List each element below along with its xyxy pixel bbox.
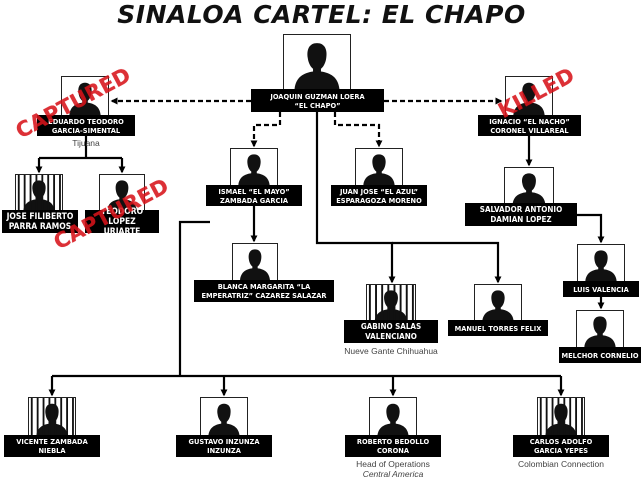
name-line: LUIS VALENCIA <box>573 284 629 294</box>
silhouette-graphic <box>363 154 395 185</box>
connector-line <box>178 220 210 376</box>
silhouette-icon <box>369 397 417 437</box>
name-label: ISMAEL “EL MAYO”ZAMBADA GARCIA <box>206 185 302 206</box>
silhouette-icon <box>283 34 351 90</box>
name-line: CARLOS ADOLFO <box>529 437 593 446</box>
silhouette-graphic <box>30 398 74 436</box>
silhouette-icon <box>230 148 278 186</box>
silhouette-icon <box>200 397 248 437</box>
name-label: JUAN JOSE “EL AZUL”ESPARAGOZA MORENO <box>331 185 427 206</box>
silhouette-graphic <box>368 285 414 321</box>
connector-line <box>392 241 502 284</box>
name-line: ISMAEL “EL MAYO” <box>218 186 290 196</box>
location-caption: Nueve Gante Chihuahua <box>344 346 438 356</box>
jailed-silhouette-icon <box>537 397 585 437</box>
jailed-silhouette-icon <box>15 174 63 212</box>
name-line: PARRA RAMOS <box>8 221 72 232</box>
name-line: ROBERTO BEDOLLO <box>356 437 430 446</box>
name-line: GARCIA YEPES <box>533 446 589 455</box>
name-line: INZUNZA <box>207 446 241 455</box>
name-line: TEODORO LOPEZ <box>100 206 144 227</box>
silhouette-graphic <box>539 398 583 436</box>
silhouette-graphic <box>17 175 61 211</box>
name-line: ESPARAGOZA MORENO <box>336 195 422 205</box>
jailed-silhouette-icon <box>28 397 76 437</box>
name-line: MELCHOR CORNELIO <box>561 350 639 360</box>
silhouette-graphic <box>294 43 340 89</box>
name-label: LUIS VALENCIA <box>563 281 639 297</box>
name-line: JOAQUIN GUZMAN LOERA <box>270 91 365 101</box>
connector-line <box>333 112 383 148</box>
jailed-silhouette-icon <box>366 284 416 322</box>
silhouette-icon <box>355 148 403 186</box>
name-line: EMPERATRIZ” CAZAREZ SALAZAR <box>201 291 327 300</box>
silhouette-icon <box>474 284 522 322</box>
name-line: JOSE FILIBERTO <box>6 211 74 222</box>
name-label: MELCHOR CORNELIO <box>559 347 641 363</box>
silhouette-graphic <box>377 403 409 436</box>
name-line: VICENTE ZAMBADA <box>16 437 88 446</box>
name-line: IGNACIO “EL NACHO” <box>489 116 570 126</box>
silhouette-icon <box>576 310 624 348</box>
name-label: IGNACIO “EL NACHO”CORONEL VILLAREAL <box>478 115 581 136</box>
location-caption: Tijuana <box>72 138 100 148</box>
silhouette-graphic <box>513 82 545 115</box>
name-label: JOAQUIN GUZMAN LOERA“EL CHAPO” <box>251 89 384 112</box>
silhouette-graphic <box>107 180 137 211</box>
silhouette-graphic <box>69 82 101 115</box>
name-line: JUAN JOSE “EL AZUL” <box>339 186 419 196</box>
name-label: MANUEL TORRES FELIX <box>448 320 548 336</box>
silhouette-graphic <box>240 249 270 280</box>
role-caption: Head of Operations <box>356 459 430 469</box>
silhouette-graphic <box>585 250 617 281</box>
name-line: ZAMBADA GARCIA <box>220 195 288 205</box>
connector-line <box>250 112 282 148</box>
silhouette-graphic <box>584 316 616 347</box>
chart-title: SINALOA CARTEL: EL CHAPO <box>117 0 526 29</box>
name-line: EDUARDO TEODORO <box>48 116 124 126</box>
name-line: DAMIAN LOPEZ <box>490 214 552 224</box>
silhouette-graphic <box>208 403 240 436</box>
name-line: GUSTAVO INZUNZA <box>188 437 260 446</box>
name-line: URIARTE <box>103 226 141 237</box>
name-line: GABINO SALAS <box>360 321 422 331</box>
silhouette-icon <box>505 76 553 116</box>
role-caption: Colombian Connection <box>518 459 604 469</box>
silhouette-icon <box>577 244 625 282</box>
name-line: SALVADOR ANTONIO <box>479 204 563 214</box>
connector-line <box>315 112 396 284</box>
connector-line <box>577 213 605 244</box>
region-caption: Central America <box>362 469 424 479</box>
silhouette-graphic <box>482 290 514 321</box>
name-line: “EL CHAPO” <box>294 100 341 110</box>
name-line: CORONA <box>376 446 409 455</box>
name-line: VALENCIANO <box>365 331 417 341</box>
silhouette-graphic <box>238 154 270 185</box>
name-line: NIEBLA <box>38 446 66 455</box>
name-line: BLANCA MARGARITA “LA <box>217 282 311 291</box>
silhouette-icon <box>232 243 278 281</box>
name-line: GARCIA-SIMENTAL <box>51 125 121 135</box>
silhouette-graphic <box>512 173 546 204</box>
name-line: CORONEL VILLAREAL <box>490 125 569 135</box>
name-line: MANUEL TORRES FELIX <box>454 323 542 333</box>
silhouette-icon <box>504 167 554 205</box>
